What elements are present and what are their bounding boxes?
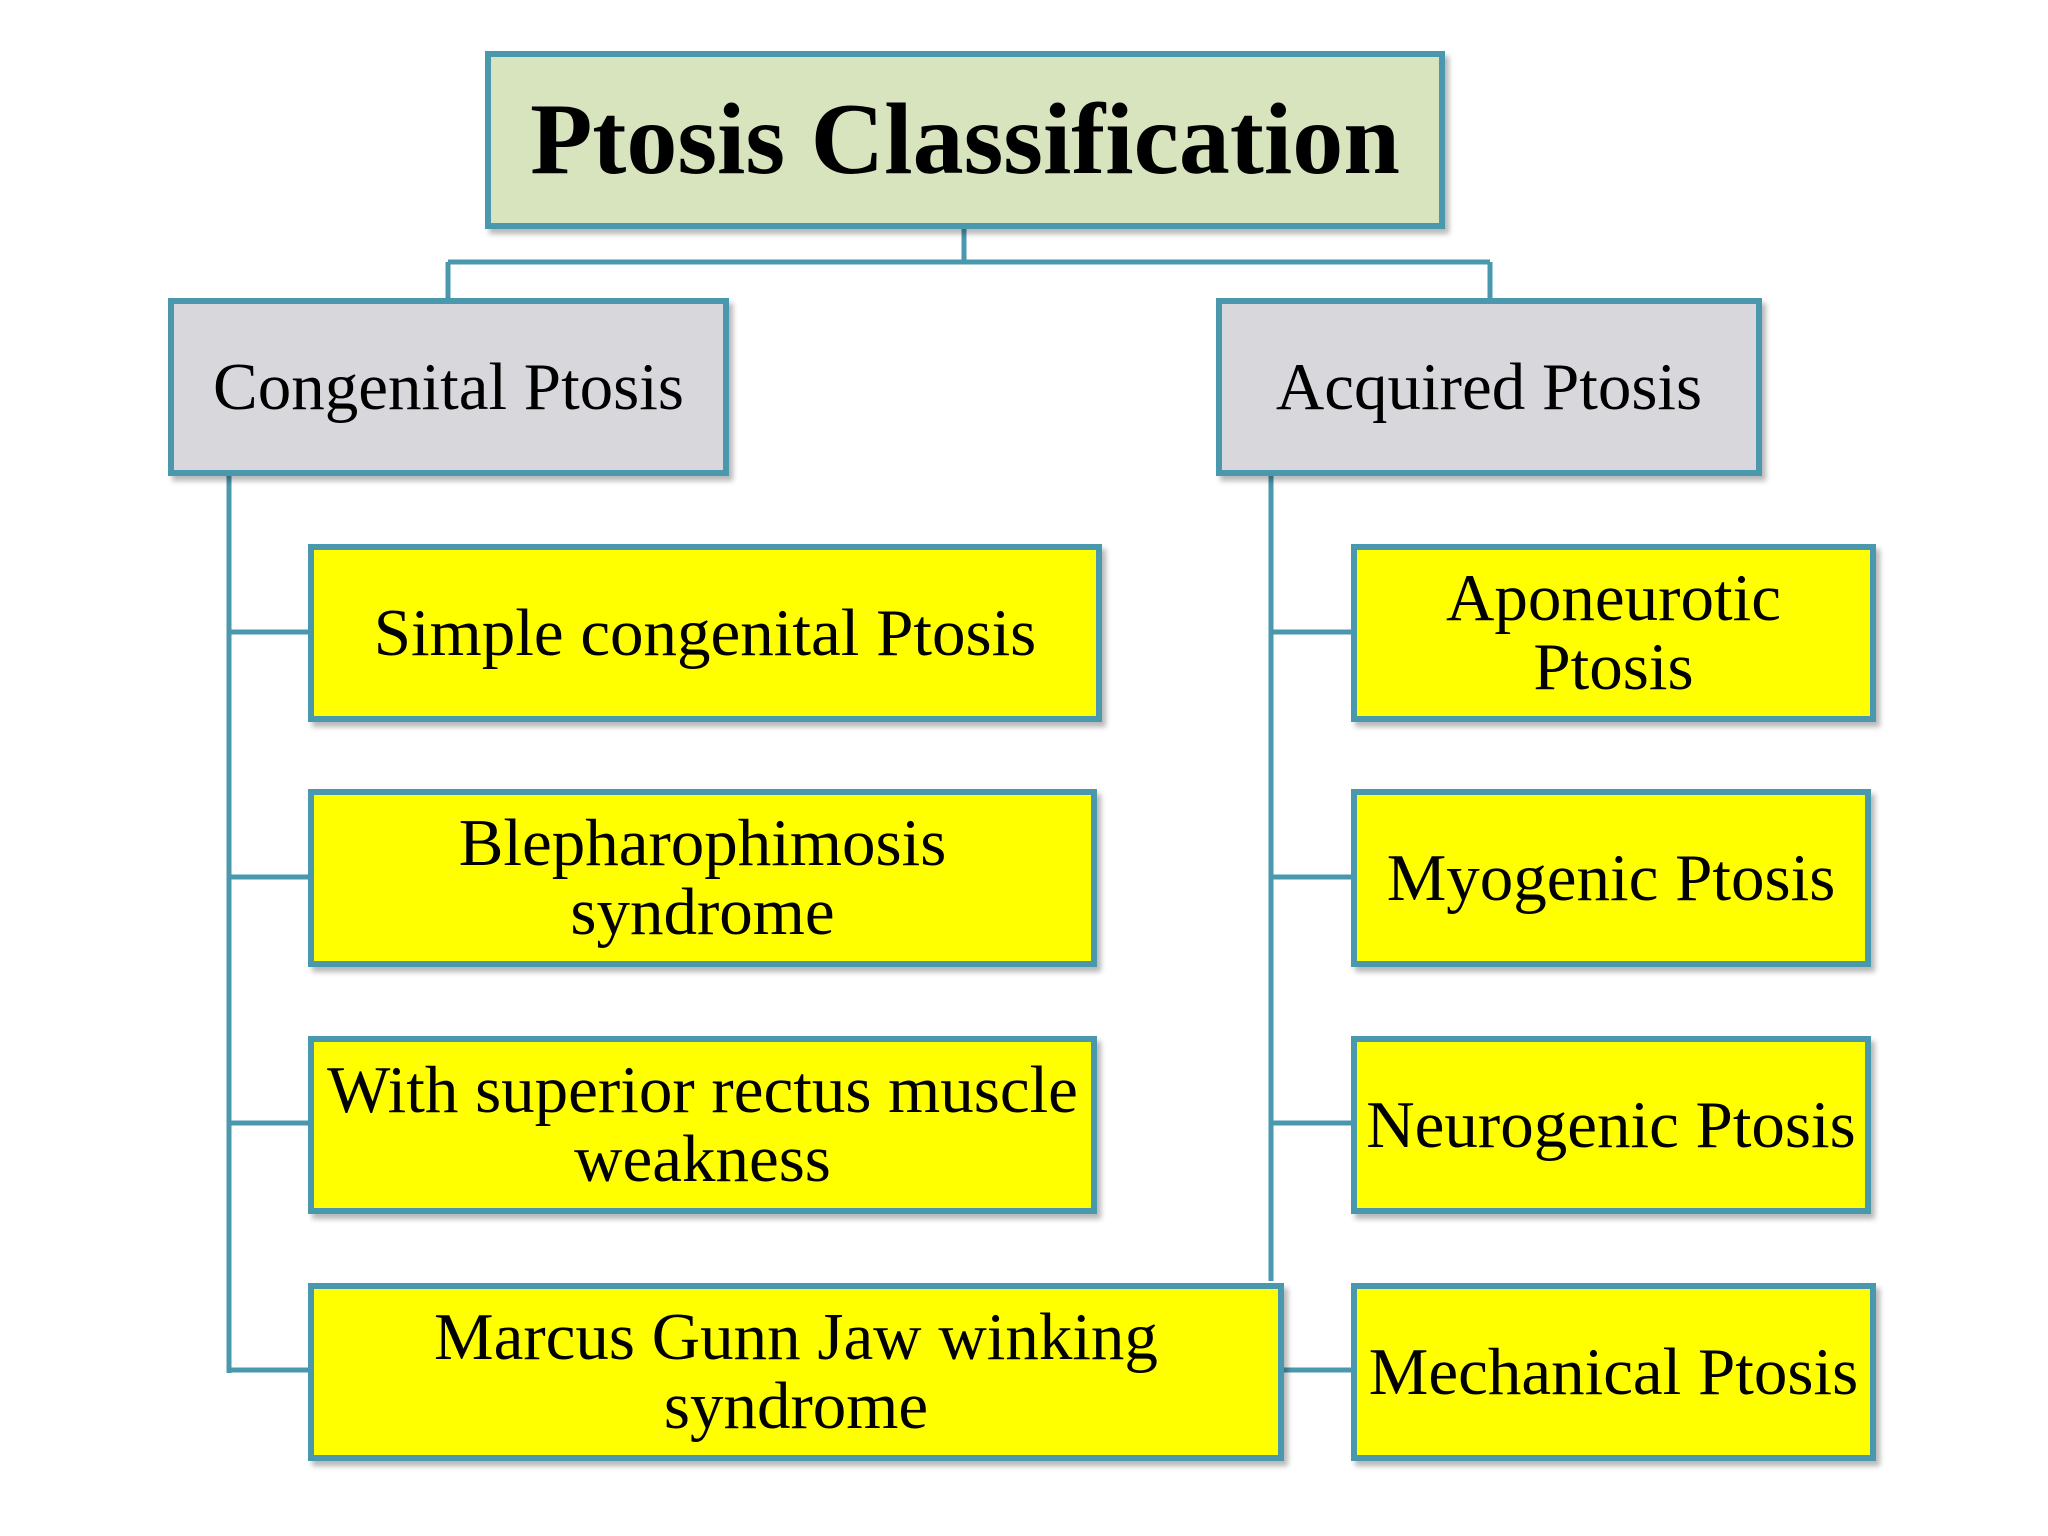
item-label: Blepharophimosis syndrome — [458, 806, 947, 949]
item-label: Marcus Gunn Jaw winking syndrome — [434, 1300, 1158, 1443]
category-congenital: Congenital Ptosis — [168, 298, 729, 476]
title-box: Ptosis Classification — [485, 51, 1445, 229]
item-label: With superior rectus muscle weakness — [327, 1053, 1078, 1196]
item-superior-rectus-weakness: With superior rectus muscle weakness — [308, 1036, 1097, 1214]
item-label: Aponeurotic Ptosis — [1446, 561, 1781, 704]
category-acquired-label: Acquired Ptosis — [1275, 349, 1703, 424]
category-congenital-label: Congenital Ptosis — [213, 349, 684, 424]
item-aponeurotic: Aponeurotic Ptosis — [1351, 544, 1876, 722]
item-label: Mechanical Ptosis — [1368, 1334, 1859, 1409]
item-label: Simple congenital Ptosis — [373, 595, 1037, 670]
item-label: Neurogenic Ptosis — [1366, 1087, 1856, 1162]
item-blepharophimosis: Blepharophimosis syndrome — [308, 789, 1097, 967]
diagram-title: Ptosis Classification — [530, 83, 1400, 197]
item-simple-congenital: Simple congenital Ptosis — [308, 544, 1102, 722]
item-neurogenic: Neurogenic Ptosis — [1351, 1036, 1871, 1214]
category-acquired: Acquired Ptosis — [1216, 298, 1762, 476]
item-label: Myogenic Ptosis — [1386, 840, 1836, 915]
item-marcus-gunn: Marcus Gunn Jaw winking syndrome — [308, 1283, 1284, 1461]
item-myogenic: Myogenic Ptosis — [1351, 789, 1871, 967]
item-mechanical: Mechanical Ptosis — [1351, 1283, 1876, 1461]
